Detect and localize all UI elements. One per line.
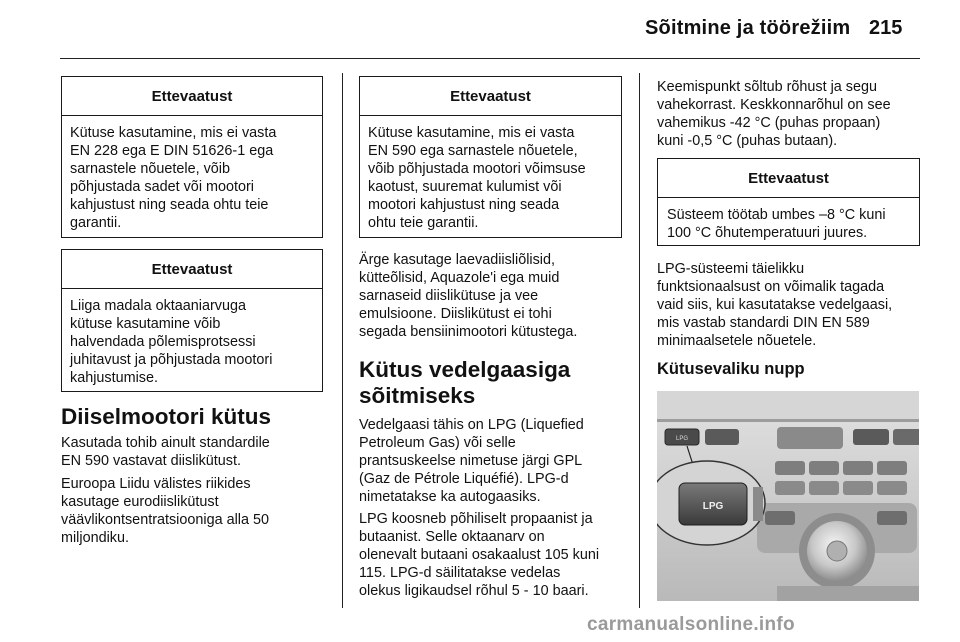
text-line: olekus ligikaudsel rõhul 5 - 10 baari.	[359, 583, 589, 599]
text-line: Euroopa Liidu välistes riikides	[61, 476, 251, 492]
text-line: vahekorrast. Keskkonnarõhul on see	[657, 97, 891, 113]
text-line: nimetatakse ka autogaasiks.	[359, 489, 541, 505]
warning-body: Liiga madala oktaaniarvuga kütuse kasuta…	[62, 289, 322, 387]
warning-title: Ettevaatust	[658, 159, 919, 198]
warning-line: 100 °C õhutemperatuuri juures.	[667, 225, 868, 241]
text-line: Kasutada tohib ainult standardile	[61, 435, 270, 451]
watermark: carmanualsonline.info	[587, 614, 795, 635]
paragraph-diesel-non-eu: Euroopa Liidu välistes riikides kasutage…	[61, 475, 269, 547]
paragraph-lpg-definition: Vedelgaasi tähis on LPG (Liquefied Petro…	[359, 416, 584, 506]
warning-line: juhitavust ja põhjustada mootori	[70, 352, 273, 368]
large-lpg-label: LPG	[703, 501, 724, 512]
warning-title: Ettevaatust	[62, 250, 322, 289]
warning-line: Kütuse kasutamine, mis ei vasta	[70, 125, 277, 141]
text-line: LPG-süsteemi täielikku	[657, 261, 805, 277]
paragraph-diesel-standard: Kasutada tohib ainult standardile EN 590…	[61, 434, 270, 470]
text-line: väävlikontsentratsiooniga alla 50	[61, 512, 269, 528]
header-rule	[60, 58, 920, 59]
heading-line: sõitmiseks	[359, 383, 476, 408]
paragraph-diesel-prohibited: Ärge kasutage laevadiisliõlisid, kütteõl…	[359, 251, 577, 341]
warning-line: halvendada põlemisprotsessi	[70, 334, 256, 350]
text-line: Petroleum Gas) või selle	[359, 435, 516, 451]
warning-line: EN 228 ega E DIN 51626-1 ega	[70, 143, 274, 159]
text-line: Ärge kasutage laevadiisliõlisid,	[359, 252, 555, 268]
warning-line: garantii.	[70, 215, 122, 231]
warning-body: Süsteem töötab umbes –8 °C kuni 100 °C õ…	[658, 198, 919, 242]
text-line: Vedelgaasi tähis on LPG (Liquefied	[359, 417, 584, 433]
warning-line: kahjustust ning seada ohtu teie	[70, 197, 269, 213]
text-line: vahemikus -42 °C (puhas propaan)	[657, 115, 881, 131]
paragraph-lpg-composition: LPG koosneb põhiliselt propaanist ja but…	[359, 510, 599, 600]
warning-line: mootori kahjustust ning seada	[368, 197, 560, 213]
section-heading-diesel: Diiselmootori kütus	[61, 404, 272, 429]
text-line: funktsionaalsust on võimalik tagada	[657, 279, 885, 295]
text-line: mis vastab standardi DIN EN 589	[657, 315, 870, 331]
warning-line: põhjustada sadet või mootori	[70, 179, 254, 195]
paragraph-boiling-point: Keemispunkt sõltub rõhust ja segu vaheko…	[657, 78, 891, 150]
warning-body: Kütuse kasutamine, mis ei vasta EN 590 e…	[360, 116, 621, 232]
text-line: kuni -0,5 °C (puhas butaan).	[657, 133, 838, 149]
small-lpg-label: LPG	[676, 436, 688, 442]
column-divider-2	[639, 73, 640, 608]
fuel-selector-button-photo: LPG LPG	[657, 391, 919, 601]
warning-body: Kütuse kasutamine, mis ei vasta EN 228 e…	[62, 116, 322, 232]
text-line: emulsioone. Diislikütust ei tohi	[359, 306, 552, 322]
warning-line: Süsteem töötab umbes –8 °C kuni	[667, 207, 886, 223]
text-line: Keemispunkt sõltub rõhust ja segu	[657, 79, 877, 95]
text-line: miljondiku.	[61, 530, 129, 546]
text-line: minimaalsetele nõuetele.	[657, 333, 817, 349]
column-divider-1	[342, 73, 343, 608]
warning-line: kaotust, suuremat kulumist või	[368, 179, 562, 195]
page-number: 215	[869, 17, 903, 39]
warning-box-temperature: Ettevaatust Süsteem töötab umbes –8 °C k…	[657, 158, 920, 246]
warning-line: Kütuse kasutamine, mis ei vasta	[368, 125, 575, 141]
paragraph-lpg-system: LPG-süsteemi täielikku funktsionaalsust …	[657, 260, 892, 350]
text-line: butaanist. Selle oktaanarv on	[359, 529, 545, 545]
warning-line: kütuse kasutamine võib	[70, 316, 221, 332]
warning-line: sarnastele nõuetele, võib	[70, 161, 231, 177]
text-line: EN 590 vastavat diislikütust.	[61, 453, 241, 469]
text-line: prantsuskeelse nimetuse järgi GPL	[359, 453, 583, 469]
text-line: kasutage eurodiislikütust	[61, 494, 219, 510]
warning-box-octane: Ettevaatust Liiga madala oktaaniarvuga k…	[61, 249, 323, 392]
text-line: kütteõlisid, Aquazole'i ega muid	[359, 270, 560, 286]
warning-line: Liiga madala oktaaniarvuga	[70, 298, 247, 314]
text-line: sarnaseid diislikütuse ja vee	[359, 288, 539, 304]
section-heading-lpg: Kütus vedelgaasiga sõitmiseks	[359, 357, 570, 409]
heading-line: Kütus vedelgaasiga	[359, 357, 571, 382]
dashboard-illustration: LPG LPG	[657, 391, 919, 601]
warning-line: ohtu teie garantii.	[368, 215, 479, 231]
warning-line: EN 590 ega sarnastele nõuetele,	[368, 143, 578, 159]
text-line: olenevalt butaani osakaalust 105 kuni	[359, 547, 600, 563]
warning-title: Ettevaatust	[62, 77, 322, 116]
text-line: (Gaz de Pétrole Liquéfié). LPG-d	[359, 471, 569, 487]
warning-line: kahjustumise.	[70, 370, 158, 386]
text-line: 115. LPG-d säilitatakse vedelas	[359, 565, 561, 581]
running-header: Sõitmine ja töörežiim	[645, 17, 851, 39]
warning-box-diesel-standard: Ettevaatust Kütuse kasutamine, mis ei va…	[359, 76, 622, 238]
subheading-fuel-selector: Kütusevaliku nupp	[657, 360, 805, 378]
warning-line: võib põhjustada mootori võimsuse	[368, 161, 586, 177]
text-line: vaid siis, kui kasutatakse vedelgaasi,	[657, 297, 893, 313]
warning-box-fuel-standard: Ettevaatust Kütuse kasutamine, mis ei va…	[61, 76, 323, 238]
text-line: segada bensiinimootori kütustega.	[359, 324, 578, 340]
warning-title: Ettevaatust	[360, 77, 621, 116]
text-line: LPG koosneb põhiliselt propaanist ja	[359, 511, 593, 527]
